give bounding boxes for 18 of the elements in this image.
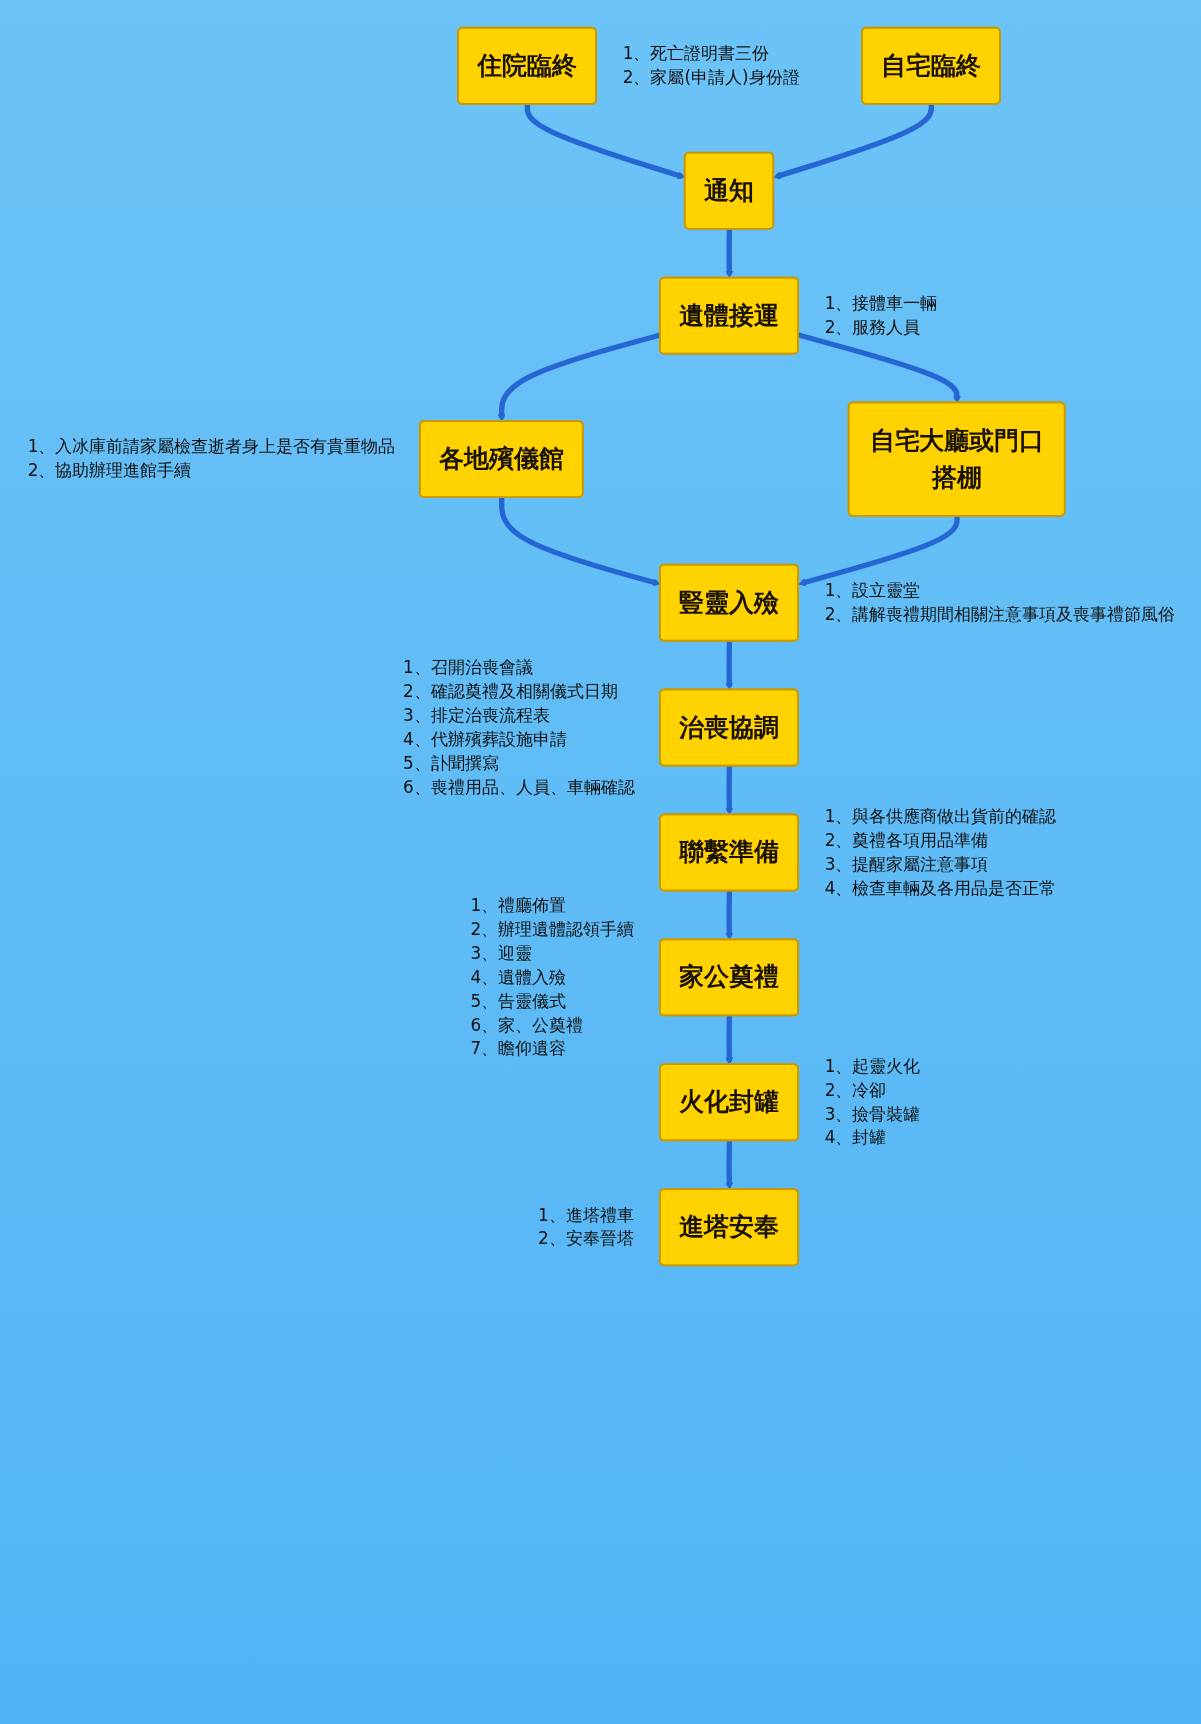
- arrow: [497, 332, 662, 422]
- arrow: [725, 766, 734, 816]
- arrow: [798, 516, 960, 586]
- note-text: 1、接體車一輛 2、服務人員: [824, 293, 938, 337]
- note-text: 1、召開治喪會議 2、確認奠禮及相關儀式日期 3、排定治喪流程表 4、代辦殯葬設施申請 5、訃聞撰寫 6、喪禮用品、人員、車輛確認: [402, 657, 635, 797]
- note-text: 1、進塔禮車 2、安奉晉塔: [538, 1204, 634, 1249]
- arrow: [773, 104, 935, 180]
- note-text: 1、禮廳佈置 2、辦理遺體認領手續 3、迎靈 4、遺體入殮 5、告靈儀式 6、家、公奠禮 7、瞻仰遺容: [470, 894, 635, 1059]
- note-text: 1、設立靈堂 2、講解喪禮期間相關注意事項及喪事禮節風俗: [824, 580, 1176, 624]
- arrow: [725, 890, 734, 941]
- note-text: 1、死亡證明書三份 2、家屬(申請人)身份證: [622, 43, 800, 88]
- note-text: 1、入冰庫前請家屬檢查逝者身上是否有貴重物品 2、協助辦理進館手續: [27, 436, 396, 481]
- arrow: [725, 641, 734, 691]
- note-text: 1、與各供應商做出貨前的確認 2、奠禮各項用品準備 3、提醒家屬注意事項 4、檢查車輛及各用品是否正常: [824, 805, 1057, 898]
- arrow: [725, 1140, 734, 1190]
- note-text: 1、起靈火化 2、冷卻 3、撿骨裝罐 4、封罐: [824, 1055, 921, 1148]
- arrow: [725, 1015, 734, 1065]
- arrow: [725, 229, 734, 279]
